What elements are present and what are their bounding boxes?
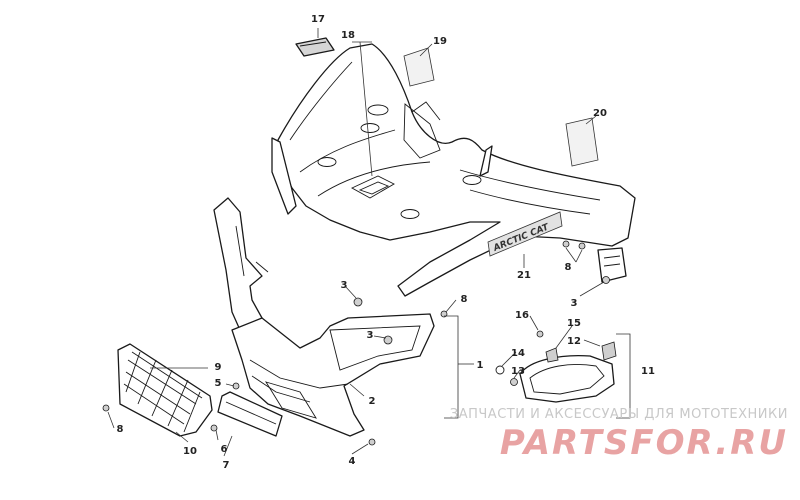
callout-9: 9 [215,362,222,373]
callout-18: 18 [341,30,355,41]
callout-8-right: 8 [565,262,572,273]
decal-19 [403,47,435,87]
callout-8-center: 8 [461,294,468,305]
callout-11: 11 [641,366,655,377]
headlight-assembly [519,341,617,403]
callout-3-upper: 3 [341,280,348,291]
screw-6 [210,424,218,432]
callout-7: 7 [223,460,230,471]
callout-10: 10 [183,446,197,457]
bumper-plate [217,391,283,437]
vent-cover [295,37,335,57]
callout-15: 15 [567,318,581,329]
bulb-socket [545,347,559,363]
callout-14: 14 [511,348,525,359]
arctic-cat-decal [487,211,563,257]
callout-17: 17 [311,14,325,25]
watermark: ЗАПЧАСТИ И АКСЕССУАРЫ ДЛЯ МОТОТЕХНИКИ PA… [450,407,788,460]
callout-13: 13 [511,366,525,377]
callout-5: 5 [215,378,222,389]
fastener-8d [578,242,586,250]
fastener-3c [602,276,610,284]
front-bumper [213,197,435,437]
callout-12: 12 [567,336,581,347]
screw-4 [368,438,376,446]
fastener-8c [562,240,570,248]
leader-lines [107,28,631,457]
fastener-8b [102,404,110,412]
callout-21: 21 [517,270,531,281]
callout-16: 16 [515,310,529,321]
callout-6: 6 [221,444,228,455]
fastener-8a [440,310,448,318]
fastener-3b [383,335,393,345]
callout-3-middle: 3 [367,330,374,341]
grille [117,343,213,437]
grommet-13 [510,378,518,386]
callout-20: 20 [593,108,607,119]
callout-labels: 17 18 19 20 21 3 3 3 8 8 1 2 4 5 9 6 7 8… [117,14,655,471]
fastener-3a [353,297,363,307]
watermark-brand: PARTSFOR.RU [499,423,788,463]
callout-3-right: 3 [571,298,578,309]
callout-8-left: 8 [117,424,124,435]
bulb [601,341,617,361]
front-hood-panel: ARCTIC CAT [271,43,636,297]
callout-1: 1 [477,360,484,371]
callout-2: 2 [369,396,376,407]
decal-20 [565,117,599,167]
callout-4: 4 [349,456,356,467]
watermark-tagline: ЗАПЧАСТИ И АКСЕССУАРЫ ДЛЯ МОТОТЕХНИКИ [449,407,788,422]
nut-16 [536,330,544,338]
clip-14 [495,365,505,375]
callout-19: 19 [433,36,447,47]
